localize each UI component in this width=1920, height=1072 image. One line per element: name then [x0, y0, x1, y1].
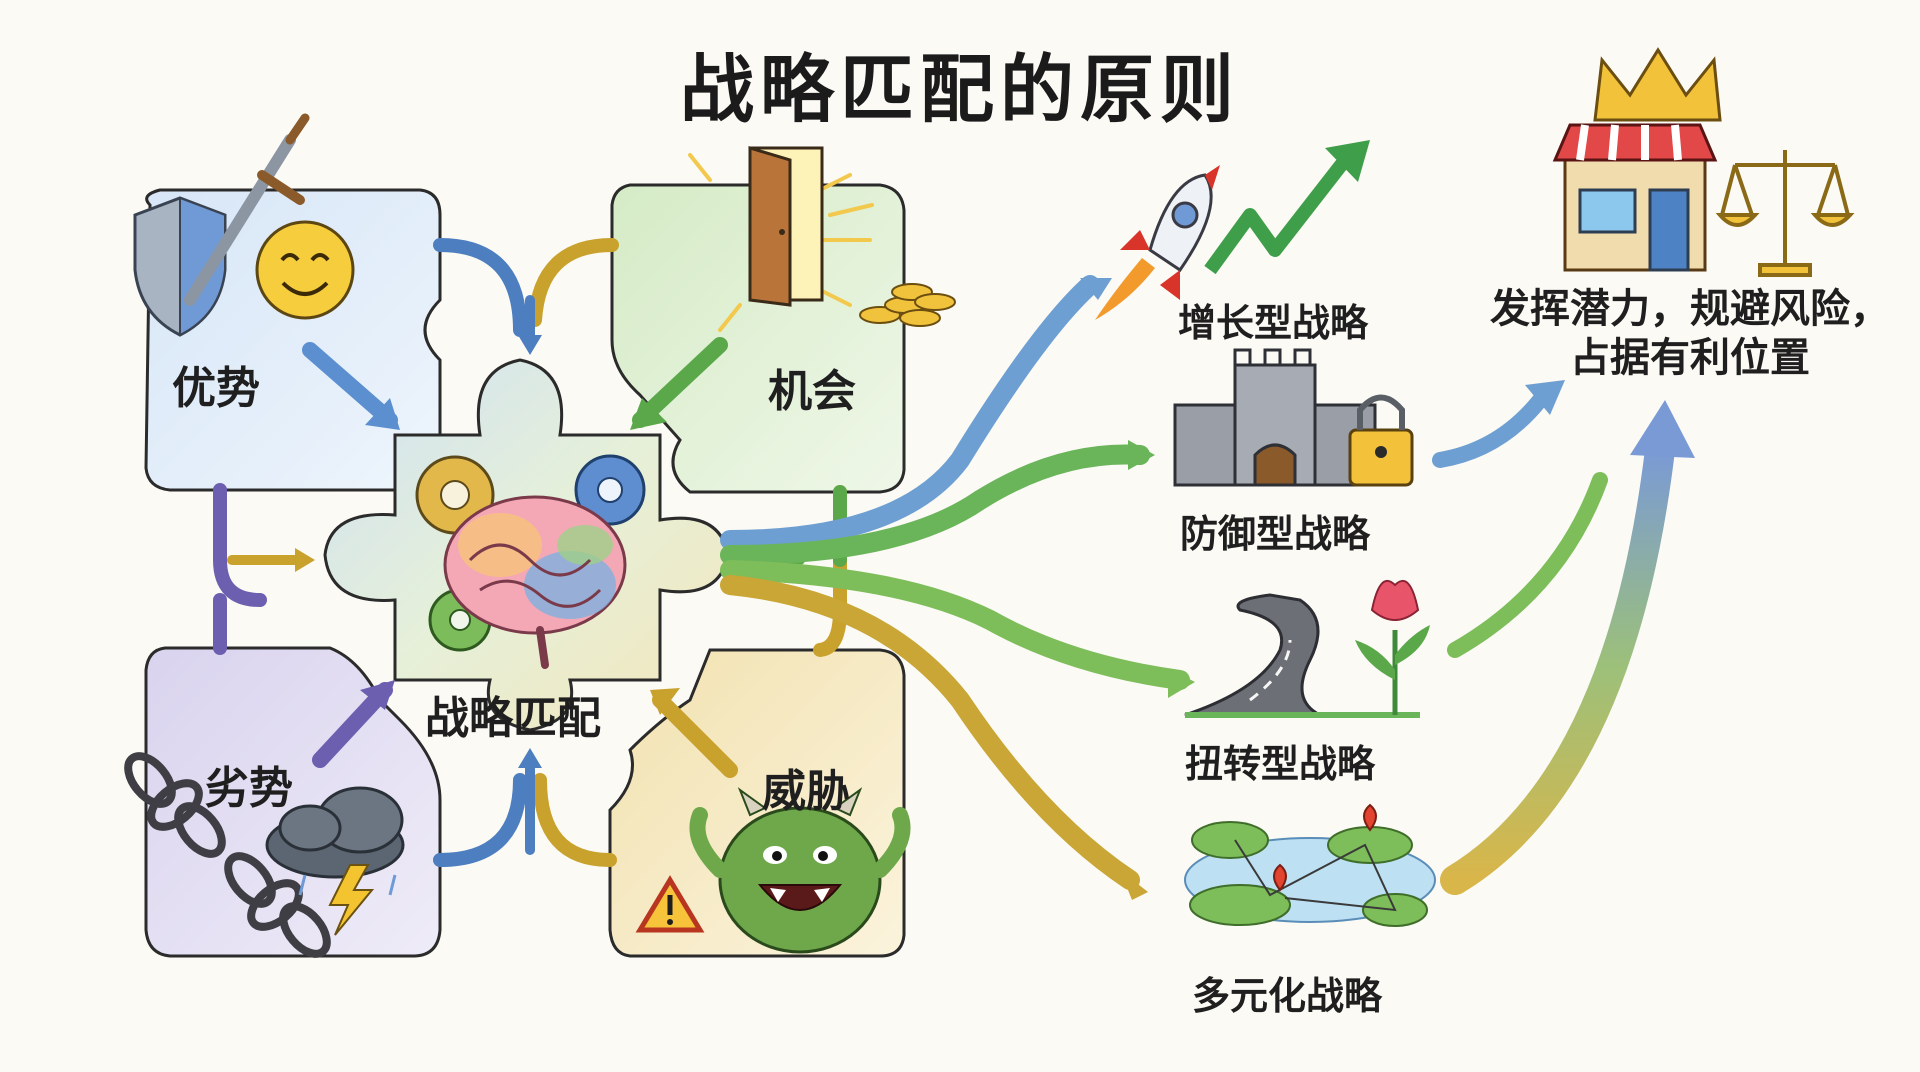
- rocket-icon: [1095, 165, 1220, 320]
- label-strengths: 优势: [172, 363, 260, 414]
- label-opportunities: 机会: [768, 366, 856, 417]
- brain-icon: [443, 495, 627, 669]
- outcome-arrows: [1432, 392, 1675, 895]
- label-defensive-strategy: 防御型战略: [1180, 512, 1371, 556]
- road-flower-icon: [1184, 579, 1430, 718]
- label-turnaround-strategy: 扭转型战略: [1185, 742, 1376, 786]
- shield-sword-icon: [133, 113, 310, 337]
- broken-chain-icon: [124, 752, 331, 958]
- center-puzzle: [323, 358, 730, 732]
- monster-icon: [689, 787, 911, 954]
- open-door-icon: [688, 145, 874, 332]
- warning-sign-icon: [635, 875, 705, 933]
- crown-icon: [1593, 47, 1722, 122]
- outcome-arrowheads: [1525, 380, 1695, 458]
- outcome-line-1: 发挥潜力，规避风险，: [1490, 286, 1890, 332]
- label-growth-strategy: 增长型战略: [1178, 301, 1369, 345]
- storm-cloud-icon: [265, 786, 405, 936]
- label-threats: 威胁: [762, 766, 850, 817]
- smiley-icon: [255, 220, 355, 320]
- strategy-flow-arrows: [707, 275, 1190, 890]
- scales-icon: [1715, 150, 1855, 277]
- storefront-icon: [1552, 123, 1718, 272]
- islands-map-icon: [1184, 803, 1436, 927]
- castle-icon: [1173, 348, 1414, 487]
- coins-icon: [859, 283, 956, 327]
- strategy-flow-heads: [1080, 278, 1195, 900]
- outcome-line-2: 占据有利位置: [1570, 334, 1810, 381]
- outcome-text: 发挥潜力，规避风险， 占据有利位置: [1490, 285, 1890, 383]
- tile-opportunities: [610, 183, 906, 494]
- label-strategy-matching: 战略匹配: [425, 693, 601, 744]
- page-title: 战略匹配的原则: [680, 47, 1240, 133]
- label-weaknesses: 劣势: [205, 763, 293, 814]
- growth-arrow-icon: [1204, 140, 1370, 275]
- label-diversification-strategy: 多元化战略: [1192, 974, 1383, 1018]
